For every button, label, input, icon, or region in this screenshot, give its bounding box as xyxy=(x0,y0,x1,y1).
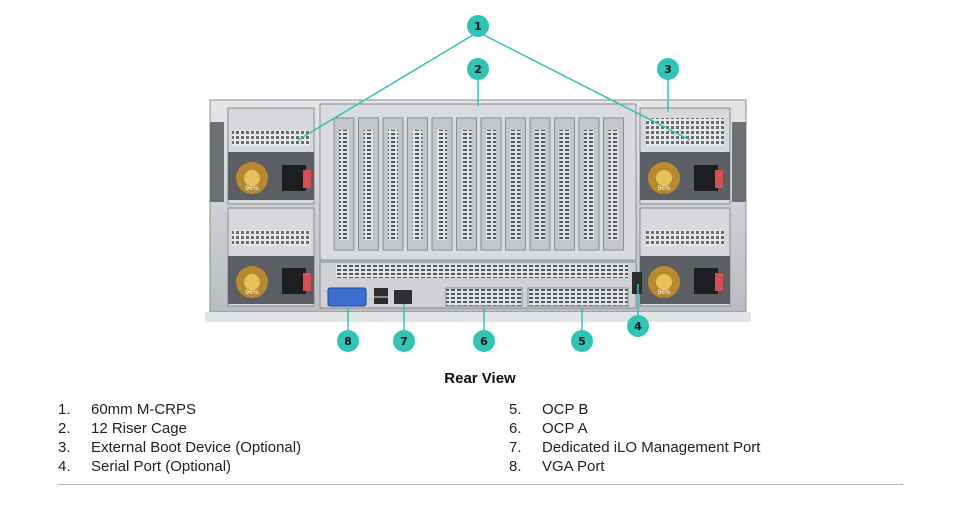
server-rear-diagram: 96% 96% 96% 96% xyxy=(205,15,751,352)
legend-text: Dedicated iLO Management Port xyxy=(542,439,761,456)
psu-bay-left-top: 96% xyxy=(227,107,315,205)
legend-text: OCP A xyxy=(542,420,588,437)
vga-port xyxy=(327,287,367,307)
callout-number: 5 xyxy=(578,335,586,348)
legend-item: 7. Dedicated iLO Management Port xyxy=(509,438,760,457)
right-handle xyxy=(732,122,746,202)
callout-number: 3 xyxy=(664,63,672,76)
psu-rating-label: 96% xyxy=(245,289,259,296)
legend-item: 4. Serial Port (Optional) xyxy=(58,457,301,476)
callout-badge xyxy=(337,330,359,352)
legend-text: 12 Riser Cage xyxy=(91,420,187,437)
legend-number: 5. xyxy=(509,401,522,418)
usb-port xyxy=(374,296,388,298)
callout-number: 2 xyxy=(474,63,482,76)
chassis-shadow xyxy=(205,312,751,322)
psu-bay-left-bottom: 96% xyxy=(227,207,315,307)
psu-rating-label: 96% xyxy=(245,185,259,192)
legend-item: 1. 60mm M-CRPS xyxy=(58,400,301,419)
riser-slot-vent xyxy=(339,130,349,240)
riser-slot-vent xyxy=(510,130,521,240)
riser-cage xyxy=(319,103,637,261)
ocp-b-slot xyxy=(527,287,629,307)
legend-item: 6. OCP A xyxy=(509,419,760,438)
psu-rating-label: 96% xyxy=(657,289,671,296)
legend-item: 2. 12 Riser Cage xyxy=(58,419,301,438)
serial-port xyxy=(632,272,642,294)
io-vent xyxy=(336,264,628,278)
legend-left: 1. 60mm M-CRPS 2. 12 Riser Cage 3. External… xyxy=(58,400,301,476)
riser-slot-vent xyxy=(608,130,619,240)
legend-number: 8. xyxy=(509,458,522,475)
legend-text: VGA Port xyxy=(542,458,605,475)
figure-caption: Rear View xyxy=(444,370,516,387)
riser-slot-vent xyxy=(363,130,374,240)
riser-slot-vent xyxy=(388,130,398,240)
legend-text: 60mm M-CRPS xyxy=(91,401,197,418)
riser-slot-vent xyxy=(437,130,447,240)
legend-number: 4. xyxy=(58,458,71,475)
callout-number: 4 xyxy=(634,320,642,333)
legend-number: 2. xyxy=(58,420,71,437)
legend-text: OCP B xyxy=(542,401,589,418)
legend-number: 6. xyxy=(509,420,522,437)
legend-item: 8. VGA Port xyxy=(509,457,760,476)
legend-text: External Boot Device (Optional) xyxy=(91,439,302,456)
callout-badge xyxy=(467,58,489,80)
psu-bay-right-top: 96% xyxy=(639,107,731,205)
callout-badge xyxy=(627,315,649,337)
legend-number: 3. xyxy=(58,439,71,456)
callout-badge xyxy=(393,330,415,352)
psu-rating-label: 96% xyxy=(657,185,671,192)
callout-badge xyxy=(657,58,679,80)
callout-number: 6 xyxy=(480,335,488,348)
divider xyxy=(58,484,903,485)
riser-slot-vent xyxy=(584,130,594,240)
riser-slot-vent xyxy=(535,130,545,240)
legend-item: 5. OCP B xyxy=(509,400,760,419)
callout-badge xyxy=(473,330,495,352)
callout-number: 7 xyxy=(400,335,408,348)
legend-number: 7. xyxy=(509,439,522,456)
callout-badge xyxy=(571,330,593,352)
callout-number: 1 xyxy=(474,20,482,33)
riser-slot-vent xyxy=(559,130,570,240)
ocp-a-slot xyxy=(445,287,523,307)
legend-item: 3. External Boot Device (Optional) xyxy=(58,438,301,457)
ilo-port xyxy=(394,290,412,304)
psu-bay-right-bottom: 96% xyxy=(639,207,731,307)
callout-badge xyxy=(467,15,489,37)
legend-text: Serial Port (Optional) xyxy=(91,458,232,475)
callout-number: 8 xyxy=(344,335,352,348)
legend-right: 5. OCP B 6. OCP A 7. Dedicated iLO Manageme… xyxy=(509,400,760,476)
riser-slot-vent xyxy=(461,130,472,240)
riser-slot-vent xyxy=(486,130,496,240)
legend-number: 1. xyxy=(58,401,71,418)
left-handle xyxy=(210,122,224,202)
riser-slot-vent xyxy=(412,130,423,240)
